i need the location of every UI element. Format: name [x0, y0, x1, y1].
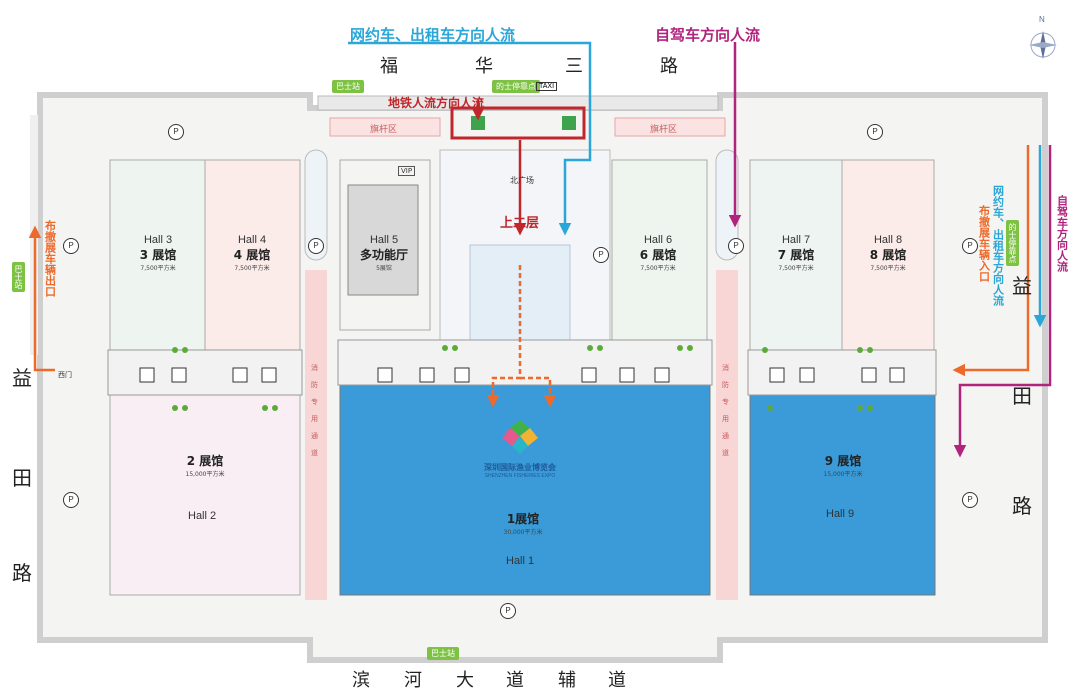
- parking-icon: P: [168, 124, 184, 140]
- driveway-left: [304, 149, 328, 261]
- exit-markers: [172, 345, 873, 411]
- taxi-stop-north-badge: 的士停靠点: [492, 80, 540, 93]
- flow-self-drive-label: 自驾车方向人流: [655, 26, 761, 44]
- parking-icon: P: [593, 247, 609, 263]
- flag-zone-left: [329, 117, 441, 137]
- flag-zone-right: [614, 117, 726, 137]
- restroom-icons: [139, 367, 905, 383]
- fire-lane-right: [716, 270, 738, 600]
- hall-4-floor: [204, 159, 301, 351]
- road-north-3: 三: [565, 56, 583, 77]
- parking-icon: P: [728, 238, 744, 254]
- west-gate-label: 西门: [58, 371, 72, 379]
- road-east-3: 路: [1012, 494, 1032, 518]
- vip-room-label: VIP: [398, 166, 416, 176]
- bus-stop-south-badge: 巴士站: [427, 647, 459, 660]
- compass-icon: [1029, 31, 1057, 59]
- hall-1-en-label: Hall 1: [506, 555, 535, 567]
- road-south-2: 河: [404, 670, 422, 691]
- flow-self-drive-path: [728, 42, 1052, 458]
- road-north-2: 华: [475, 56, 493, 77]
- metro-icon-right: [562, 116, 576, 130]
- up-floor-label: 上二层: [500, 216, 540, 231]
- fire-lane-right-label: 消防专用通道: [722, 364, 729, 457]
- road-south-5: 辅: [558, 670, 576, 691]
- east-taxi-label: 网约车、出租车方向人流: [991, 185, 1005, 306]
- taxi-sign-icon: TAXI: [536, 82, 558, 91]
- flow-exhibit-vehicle-path: [28, 145, 1030, 408]
- road-south-1: 滨: [352, 670, 370, 691]
- hall-6-floor: [611, 159, 708, 351]
- parking-icon: P: [63, 238, 79, 254]
- metro-icon-left: [471, 116, 485, 130]
- road-west-1: 益: [12, 366, 32, 390]
- road-south-3: 大: [456, 670, 474, 691]
- flow-metro-path: [471, 100, 527, 236]
- road-west-3: 路: [12, 561, 32, 585]
- east-self-drive-label: 自驾车方向人流: [1055, 195, 1069, 272]
- hall-9-en-label: Hall 9: [826, 508, 855, 520]
- hall-2-floor: [109, 394, 301, 596]
- flow-taxi-label: 网约车、出租车方向人流: [350, 26, 516, 44]
- north-square-label: 北广场: [510, 176, 534, 185]
- expo-logo-mark: [502, 420, 538, 454]
- road-east-2: 田: [1012, 384, 1032, 408]
- taxi-stop-east-badge: 的士停靠点: [1006, 220, 1019, 266]
- hall-8-floor: [841, 159, 935, 351]
- hall-3-floor: [109, 159, 206, 351]
- parking-icon: P: [500, 603, 516, 619]
- north-plaza-strip: [317, 95, 719, 111]
- road-south-6: 道: [608, 670, 626, 691]
- road-west-2: 田: [12, 466, 32, 490]
- hall-9-floor: [749, 384, 936, 596]
- road-north-1: 福: [380, 56, 398, 77]
- fire-lane-left: [305, 270, 327, 600]
- east-exhibit-in-label: 布撤展车辆入口: [977, 205, 991, 282]
- parking-icon: P: [962, 492, 978, 508]
- road-north-4: 路: [660, 56, 678, 77]
- flow-taxi-path: [348, 41, 1047, 328]
- hall-5-annex: [339, 159, 431, 331]
- flow-metro-label: 地铁人流方向人流: [388, 96, 485, 110]
- hall-7-floor: [749, 159, 843, 351]
- hall-1-floor: [339, 384, 711, 596]
- flag-zone-right-label: 旗杆区: [650, 125, 678, 135]
- bus-stop-north-badge: 巴士站: [332, 80, 364, 93]
- road-south-4: 道: [506, 670, 524, 691]
- hall-5-floor: [347, 184, 419, 296]
- hall-2-en-label: Hall 2: [188, 510, 217, 522]
- fire-lane-left-label: 消防专用通道: [311, 364, 318, 457]
- metro-entrance-box: [450, 106, 586, 140]
- bus-stop-west-badge: 巴士站: [12, 262, 25, 292]
- road-east-1: 益: [1012, 274, 1032, 298]
- driveway-right: [715, 149, 739, 261]
- parking-icon: P: [63, 492, 79, 508]
- parking-icon: P: [962, 238, 978, 254]
- parking-icon: P: [867, 124, 883, 140]
- flag-zone-left-label: 旗杆区: [370, 125, 398, 135]
- west-exhibit-out-label: 布撤展车辆出口: [43, 220, 57, 297]
- parking-icon: P: [308, 238, 324, 254]
- compass-north-letter: N: [1039, 15, 1045, 24]
- expo-logo-text: 深圳国际渔业博览会 SHENZHEN FISHERIES EXPO: [484, 463, 556, 479]
